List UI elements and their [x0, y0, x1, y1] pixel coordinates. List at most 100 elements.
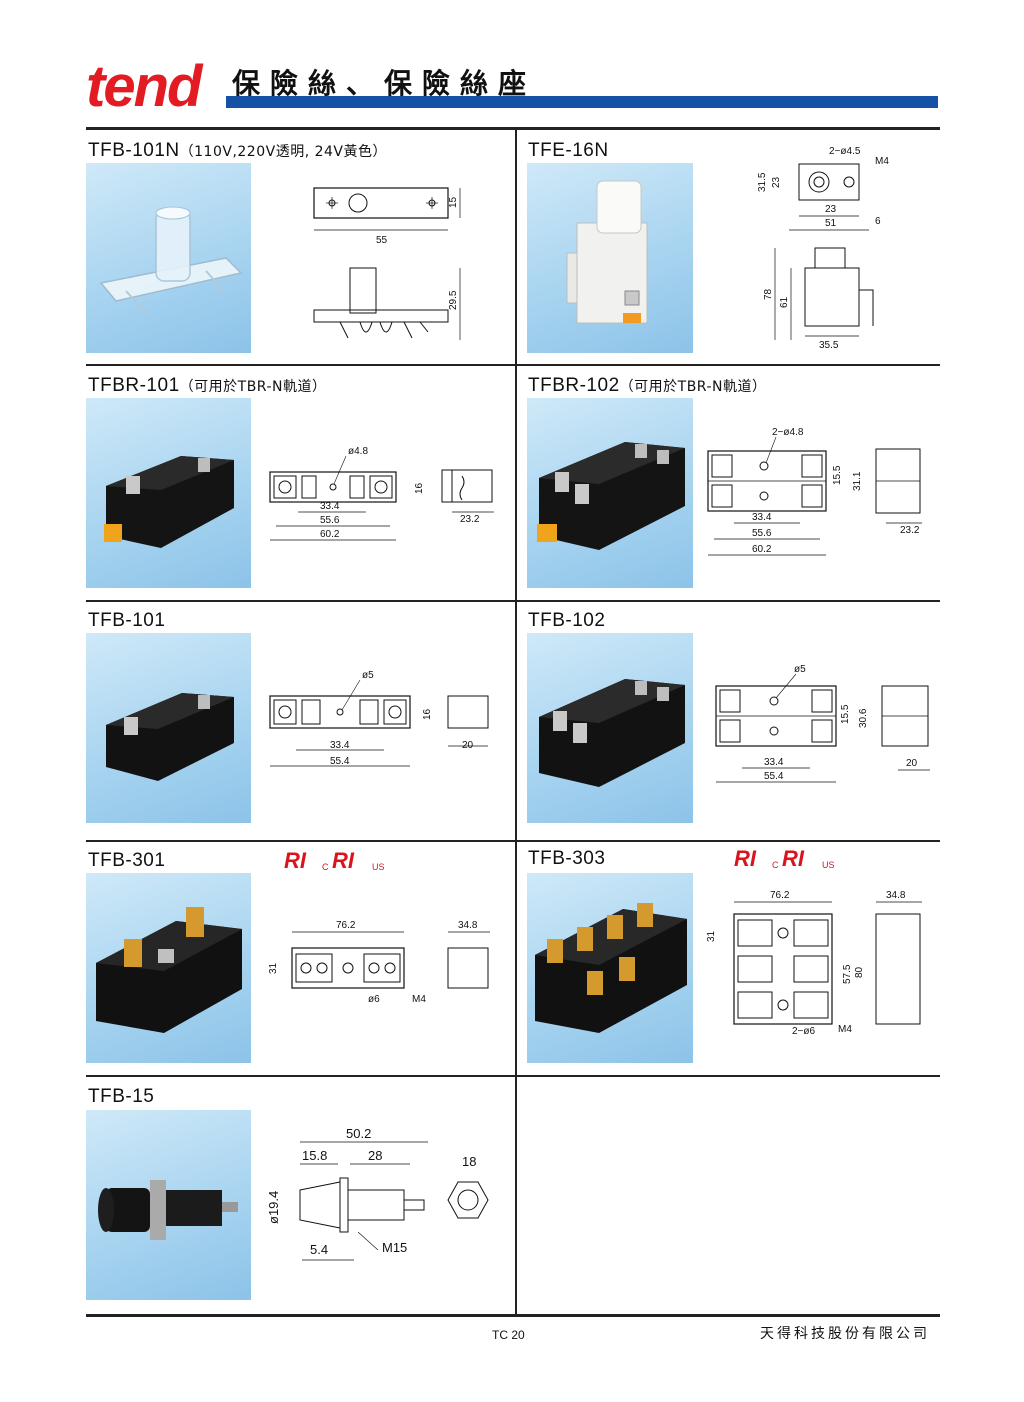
dim-tfb301-screw: M4	[412, 994, 426, 1005]
product-photo-tfb102	[527, 633, 693, 823]
page-number: TC 20	[492, 1328, 525, 1342]
drawing-tfb15: 50.2 15.8 28 ø19.4 5.4 M15 18	[266, 1126, 489, 1261]
dim-tfb301-h: 31	[268, 962, 279, 974]
page-header: tend 保險絲、保險絲座	[0, 0, 1024, 130]
dim-tfbr101-pitch: 33.4	[320, 501, 340, 512]
drawing-tfb102: ø5 15.5 30.6 33.4 55.4 20	[715, 664, 930, 783]
drawing-tfb303: 76.2 31 57.5 80 2−ø6 M4 34.8	[706, 890, 922, 1037]
product-title-tfbr101: TFBR-101（可用於TBR-N軌道）	[88, 375, 327, 396]
dim-tfb101n-depth: 29.5	[448, 290, 459, 310]
ul-cert-icon-tfb303: RI C RI US	[734, 846, 835, 871]
svg-text:RI: RI	[782, 846, 805, 871]
dim-tfbr102-h2: 31.1	[852, 471, 863, 491]
divider-top	[86, 127, 940, 130]
svg-text:US: US	[372, 862, 385, 872]
dim-tfe16n-height: 78	[763, 288, 774, 300]
dim-tfb15-dia: ø19.4	[266, 1191, 281, 1224]
divider-row3	[86, 840, 940, 842]
dim-tfb102-hole: ø5	[794, 664, 806, 675]
dim-tfb303-h: 31	[706, 930, 717, 942]
svg-text:RI: RI	[734, 846, 757, 871]
divider-row1	[86, 364, 940, 366]
dim-tfbr101-w2: 60.2	[320, 529, 340, 540]
svg-text:C: C	[772, 860, 779, 870]
dim-tfb303-h3: 80	[854, 966, 865, 978]
dim-tfe16n-holes: 2−ø4.5	[829, 146, 861, 157]
header-blue-bar	[226, 96, 938, 108]
drawing-tfb101: ø5 16 33.4 55.4 20	[269, 670, 489, 767]
dim-tfb102-pitch: 33.4	[764, 757, 784, 768]
dim-tfbr101-h: 16	[414, 482, 425, 494]
dim-tfb15-flange: 5.4	[310, 1242, 328, 1257]
dim-tfe16n-h1: 31.5	[757, 172, 768, 192]
dim-tfb102-h1: 15.5	[840, 704, 851, 724]
tend-logo: tend	[86, 54, 202, 119]
company-name: 天得科技股份有限公司	[760, 1326, 930, 1342]
product-photo-tfbr101	[86, 398, 251, 588]
product-title-tfb301: TFB-301	[88, 850, 166, 871]
footer-divider	[86, 1314, 940, 1317]
divider-row4	[86, 1075, 940, 1077]
dim-tfb101n-width: 55	[376, 235, 388, 246]
divider-row2	[86, 600, 940, 602]
product-photo-tfb101n	[86, 163, 251, 353]
product-title-tfb101: TFB-101	[88, 610, 166, 631]
product-title-tfb303: TFB-303	[528, 848, 606, 869]
dim-tfbr102-pitch: 33.4	[752, 512, 772, 523]
svg-text:C: C	[322, 862, 329, 872]
product-photo-tfe16n	[527, 163, 693, 353]
drawing-tfbr102: 2−ø4.8 15.5 31.1 33.4 55.6 60.2 23.2	[707, 427, 922, 556]
drawing-tfbr101: ø4.8 16 33.4 55.6 60.2 23.2	[269, 446, 494, 541]
dim-tfb101-h: 16	[422, 708, 433, 720]
dim-tfb15-thread: M15	[382, 1240, 407, 1255]
drawing-tfb301: 76.2 31 ø6 M4 34.8	[268, 920, 490, 1005]
dim-tfe16n-screw: M4	[875, 156, 889, 167]
dim-tfe16n-body: 61	[779, 296, 790, 308]
svg-text:RI: RI	[284, 848, 307, 873]
dim-tfb301-d: 34.8	[458, 920, 478, 931]
dim-tfe16n-h2: 23	[771, 176, 782, 188]
dim-tfbr102-holes: 2−ø4.8	[772, 427, 804, 438]
dim-tfb303-width: 76.2	[770, 890, 790, 901]
dim-tfb15-cap: 15.8	[302, 1148, 327, 1163]
dim-tfbr102-d: 23.2	[900, 525, 920, 536]
svg-text:US: US	[822, 860, 835, 870]
product-photo-tfb301	[86, 873, 251, 1063]
dim-tfb301-width: 76.2	[336, 920, 356, 931]
dim-tfb15-hex: 18	[462, 1154, 476, 1169]
dim-tfbr102-w2: 60.2	[752, 544, 772, 555]
dim-tfb102-h2: 30.6	[858, 708, 869, 728]
dim-tfbr101-w1: 55.6	[320, 515, 340, 526]
dim-tfb15-length: 50.2	[346, 1126, 371, 1141]
page-title: 保險絲、保險絲座	[232, 67, 537, 100]
dim-tfe16n-t: 6	[875, 216, 881, 227]
dim-tfb303-h2: 57.5	[842, 964, 853, 984]
dim-tfb301-hole: ø6	[368, 994, 380, 1005]
dim-tfbr102-h1: 15.5	[832, 465, 843, 485]
dim-tfe16n-w1: 23	[825, 204, 837, 215]
dim-tfb101-d: 20	[462, 740, 474, 751]
product-photo-tfb101	[86, 633, 251, 823]
product-title-tfb102: TFB-102	[528, 610, 606, 631]
dim-tfb101-hole: ø5	[362, 670, 374, 681]
product-photo-tfbr102	[527, 398, 693, 588]
dim-tfb303-holes: 2−ø6	[792, 1026, 816, 1037]
drawing-tfb101n: 55 15 29.5	[313, 187, 461, 340]
product-title-tfbr102: TFBR-102（可用於TBR-N軌道）	[528, 375, 767, 396]
dim-tfe16n-w2: 51	[825, 218, 837, 229]
ul-cert-icon-tfb301: RI C RI US	[284, 848, 385, 873]
dim-tfb101n-height: 15	[448, 196, 459, 208]
product-title-tfb15: TFB-15	[88, 1086, 155, 1107]
dim-tfe16n-base: 35.5	[819, 340, 839, 351]
dim-tfbr102-w1: 55.6	[752, 528, 772, 539]
drawing-tfe16n: 2−ø4.5 M4 31.5 23 23 51 6 78 61 35.5	[757, 146, 889, 351]
product-photo-tfb15	[86, 1110, 251, 1300]
dim-tfb102-w: 55.4	[764, 771, 784, 782]
dim-tfb101-w: 55.4	[330, 756, 350, 767]
dim-tfb303-d: 34.8	[886, 890, 906, 901]
svg-text:RI: RI	[332, 848, 355, 873]
dim-tfb303-screw: M4	[838, 1024, 852, 1035]
divider-vertical	[515, 129, 517, 1315]
product-photo-tfb303	[527, 873, 693, 1063]
dim-tfb102-d: 20	[906, 758, 918, 769]
